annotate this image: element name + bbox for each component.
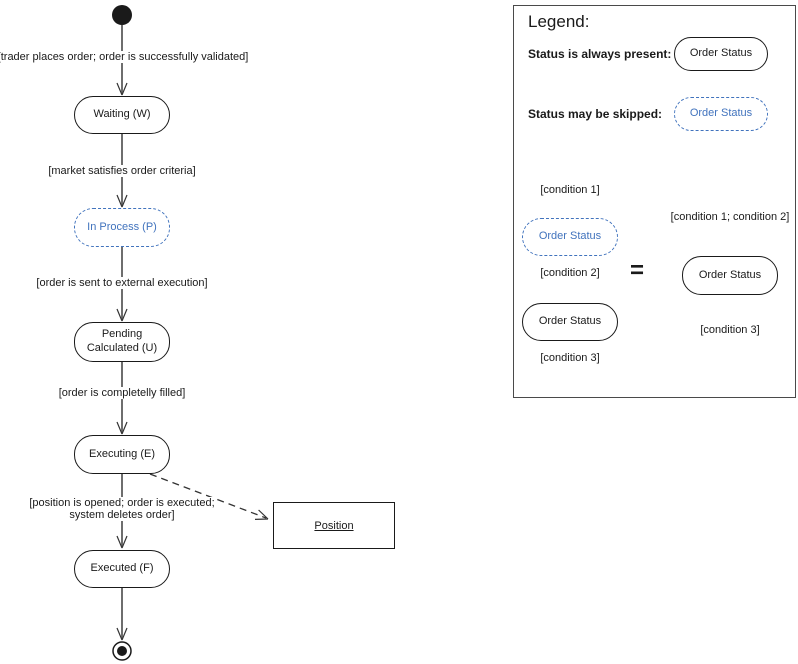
transition-label-position-opened-line2: system deletes order] — [69, 509, 175, 521]
legend-state-always-present: Order Status — [674, 37, 768, 71]
transition-label-market-criteria: [market satisfies order criteria] — [46, 165, 198, 177]
legend-example-skippable-state: Order Status — [522, 218, 618, 256]
legend-equals-sign: = — [630, 257, 645, 284]
state-in-process: In Process (P) — [74, 208, 170, 247]
legend-example-solid-state-right: Order Status — [682, 256, 778, 295]
legend-always-present-label: Status is always present: — [528, 47, 672, 61]
state-waiting: Waiting (W) — [74, 96, 170, 134]
legend-condition2-label: [condition 2] — [538, 267, 602, 279]
legend-example-solid-state-right-label: Order Status — [698, 268, 762, 281]
state-executed-label: Executed (F) — [90, 562, 154, 575]
legend-state-always-present-label: Order Status — [689, 47, 753, 60]
transition-label-filled: [order is completelly filled] — [56, 387, 188, 399]
legend-condition1-label: [condition 1] — [538, 184, 602, 196]
state-pending-calculated-label: Pending Calculated (U) — [86, 328, 158, 354]
transition-label-position-opened-line1: [position is opened; order is executed; — [29, 497, 215, 509]
position-object-box: Position — [273, 502, 395, 549]
legend-example-skippable-state-label: Order Status — [538, 230, 602, 243]
transition-label-validated: [trader places order; order is successfu… — [0, 51, 251, 63]
state-waiting-label: Waiting (W) — [93, 108, 151, 121]
legend-condition3-right-label: [condition 3] — [698, 324, 762, 336]
legend-condition3-left-label: [condition 3] — [538, 352, 602, 364]
state-executed: Executed (F) — [74, 550, 170, 588]
legend-condition12-label: [condition 1; condition 2] — [668, 211, 792, 223]
state-executing: Executing (E) — [74, 435, 170, 474]
legend-example-solid-state-left: Order Status — [522, 303, 618, 341]
state-executing-label: Executing (E) — [88, 447, 156, 460]
legend-example-solid-state-left-label: Order Status — [538, 315, 602, 328]
legend-title: Legend: — [528, 12, 590, 31]
legend-state-may-skip-label: Order Status — [689, 107, 753, 120]
legend-state-may-skip: Order Status — [674, 97, 768, 131]
state-pending-calculated: Pending Calculated (U) — [74, 322, 170, 362]
legend-may-skip-label: Status may be skipped: — [528, 107, 663, 121]
transition-label-external-execution: [order is sent to external execution] — [34, 277, 210, 289]
final-state-node — [112, 641, 132, 661]
initial-state-node — [112, 5, 132, 25]
state-in-process-label: In Process (P) — [87, 220, 157, 233]
position-object-label: Position — [314, 519, 354, 532]
transition-label-position-opened: [position is opened; order is executed; … — [27, 497, 217, 521]
